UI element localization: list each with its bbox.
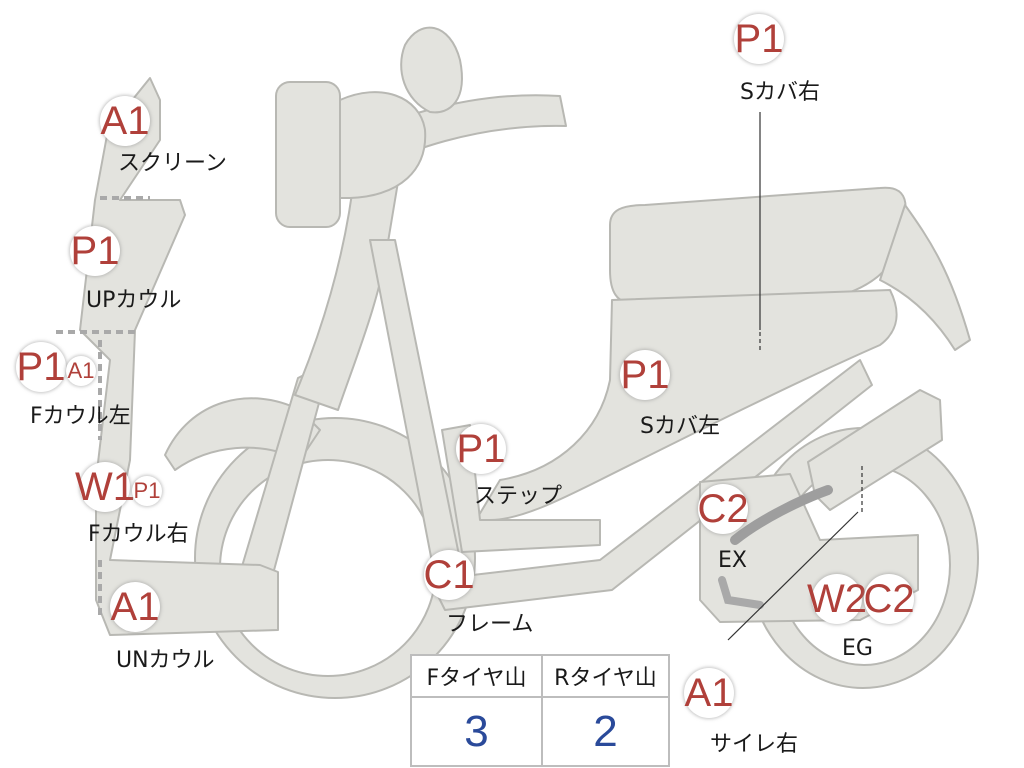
table-divider	[541, 656, 543, 767]
mirror	[400, 26, 463, 114]
grip	[275, 81, 341, 228]
engine-block	[699, 473, 919, 623]
label-screen: スクリーン	[118, 151, 227, 176]
badge-un-cowl-a1: A1	[110, 582, 160, 632]
step-floor	[441, 424, 601, 553]
badge-engine-c2: C2	[863, 574, 915, 624]
value-front-tire: 3	[464, 706, 489, 756]
down-tube	[369, 239, 461, 563]
exhaust-pipe-lower	[718, 576, 764, 609]
label-un-cowl: UNカウル	[116, 648, 215, 673]
value-rear-tire: 2	[593, 706, 618, 756]
label-f-cowl-right: Fカウル右	[88, 522, 189, 547]
badge-step-p1: P1	[456, 424, 506, 474]
label-s-cover-left: Sカバ左	[640, 414, 720, 439]
front-cowl-stack	[79, 77, 279, 636]
badge-s-cover-left-p1: P1	[620, 350, 670, 400]
badge-f-cowl-left-p1: P1	[16, 342, 66, 392]
label-engine: EG	[842, 636, 873, 661]
frame-rail	[429, 359, 873, 611]
leader-silencer	[727, 511, 859, 641]
badge-exhaust-c2: C2	[697, 484, 749, 534]
header-front-tire: Fタイヤ山	[412, 656, 541, 698]
header-rear-tire: Rタイヤ山	[543, 656, 668, 698]
badge-f-cowl-right-w1: W1	[75, 462, 135, 512]
badge-f-cowl-left-a1: A1	[66, 356, 96, 386]
badge-up-cowl-p1: P1	[70, 226, 120, 276]
badge-engine-w2: W2	[807, 574, 867, 624]
label-step: ステップ	[474, 484, 563, 509]
rear-cowl	[879, 204, 971, 351]
label-exhaust: EX	[718, 548, 747, 573]
label-silencer-right: サイレ右	[710, 732, 799, 757]
badge-frame-c1: C1	[423, 550, 475, 600]
label-s-cover-right: Sカバ右	[740, 80, 820, 105]
label-up-cowl: UPカウル	[86, 288, 182, 313]
tire-tread-table: Fタイヤ山 Rタイヤ山 3 2	[410, 654, 670, 767]
badge-f-cowl-right-p1: P1	[132, 476, 162, 506]
badge-s-cover-right-p1: P1	[734, 14, 784, 64]
badge-screen-a1: A1	[100, 96, 150, 146]
headlight	[331, 91, 427, 199]
badge-silencer-right-a1: A1	[684, 668, 734, 718]
exhaust-pipe	[730, 485, 833, 545]
label-f-cowl-left: Fカウル左	[30, 404, 131, 429]
body-panel	[469, 289, 898, 531]
label-frame: フレーム	[446, 612, 534, 637]
seat	[609, 186, 907, 306]
